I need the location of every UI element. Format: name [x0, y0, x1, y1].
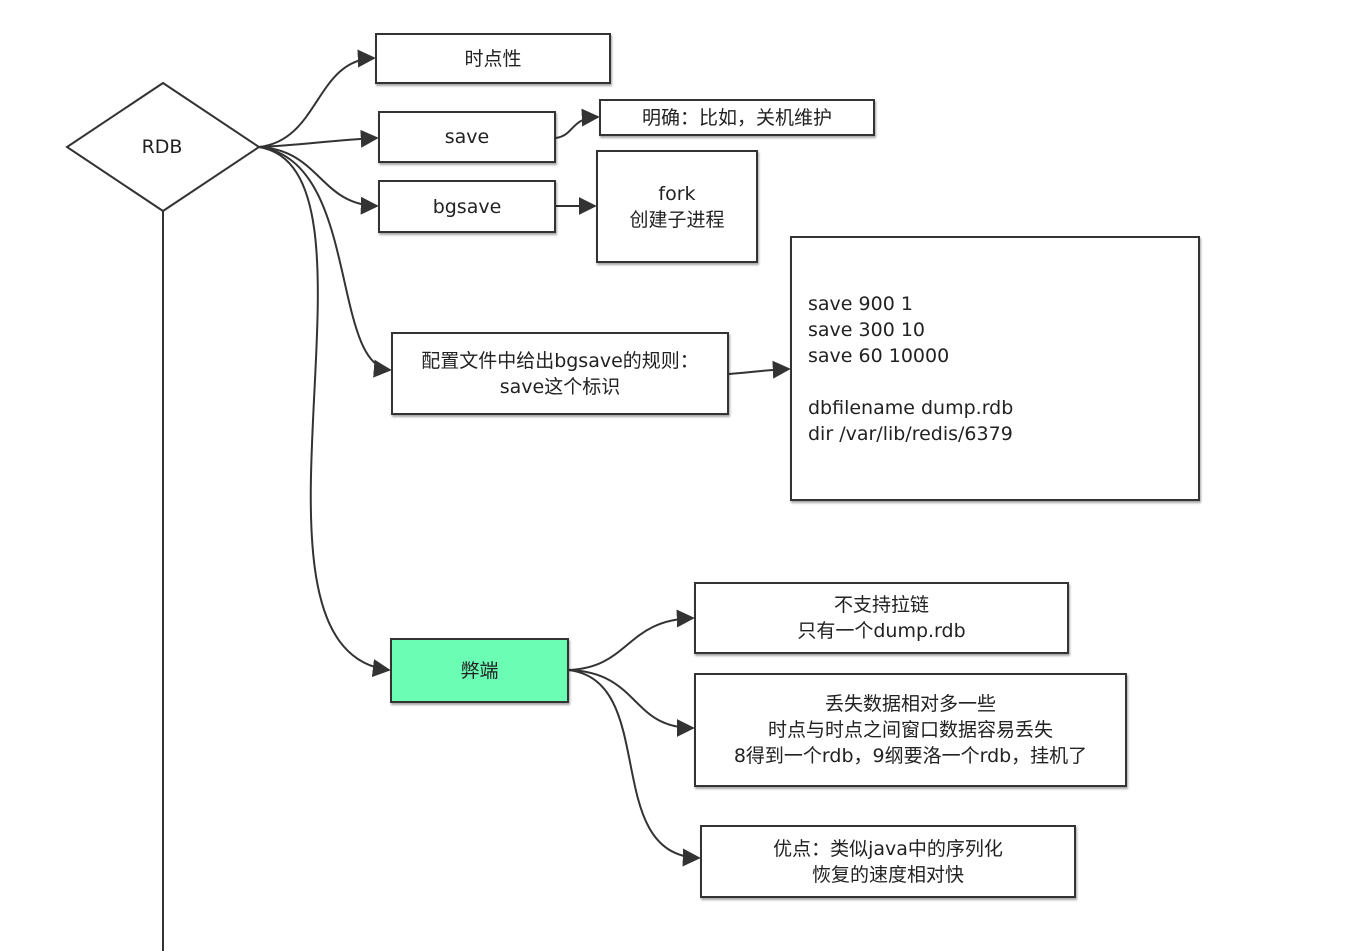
node-save-text: save — [444, 126, 490, 148]
node-timepoint-text: 时点性 — [464, 47, 522, 70]
node-drawbacks-text: 弊端 — [460, 659, 499, 682]
node-save-note-text: 明确：比如，关机维护 — [641, 106, 832, 129]
edge-drawbacks-dataloss — [567, 669, 695, 737]
node-fork-text: fork 创建子进程 — [629, 182, 725, 231]
node-config-content-text: save 900 1 save 300 10 save 60 10000 dbf… — [808, 292, 1014, 445]
node-bgsave-text: bgsave — [432, 195, 502, 218]
edge-save-note — [555, 108, 600, 139]
node-no-chain-text: 不支持拉链 只有一个dump.rdb — [797, 594, 966, 642]
edge-config-content — [728, 360, 791, 379]
node-fork[interactable]: fork 创建子进程 — [596, 150, 758, 263]
node-save[interactable]: save — [378, 111, 556, 163]
edge-rdb-timepoint — [258, 49, 376, 148]
node-data-loss[interactable]: 丢失数据相对多一些 时点与时点之间窗口数据容易丢失 8得到一个rdb，9纲要洛一… — [694, 673, 1127, 787]
node-config-content[interactable]: save 900 1 save 300 10 save 60 10000 dbf… — [790, 236, 1200, 501]
edge-drawbacks-nochain — [567, 609, 695, 671]
node-config-rule[interactable]: 配置文件中给出bgsave的规则： save这个标识 — [391, 332, 729, 415]
rdb-label: RDB — [141, 136, 183, 158]
node-timepoint[interactable]: 时点性 — [375, 33, 611, 84]
edge-drawbacks-advantages — [567, 669, 701, 867]
node-drawbacks[interactable]: 弊端 — [390, 638, 569, 703]
edge-rdb-save — [258, 129, 379, 148]
node-save-note[interactable]: 明确：比如，关机维护 — [599, 99, 875, 136]
edge-rdb-bgsave — [258, 146, 379, 215]
edge-rdb-config — [258, 146, 392, 378]
node-advantages-text: 优点：类似java中的序列化 恢复的速度相对快 — [773, 837, 1003, 886]
node-advantages[interactable]: 优点：类似java中的序列化 恢复的速度相对快 — [700, 825, 1076, 898]
node-config-rule-text: 配置文件中给出bgsave的规则： save这个标识 — [421, 349, 699, 398]
node-no-chain[interactable]: 不支持拉链 只有一个dump.rdb — [694, 582, 1069, 654]
node-data-loss-text: 丢失数据相对多一些 时点与时点之间窗口数据容易丢失 8得到一个rdb，9纲要洛一… — [733, 693, 1088, 767]
node-bgsave[interactable]: bgsave — [378, 180, 556, 233]
edge-rdb-drawbacks — [258, 146, 391, 677]
